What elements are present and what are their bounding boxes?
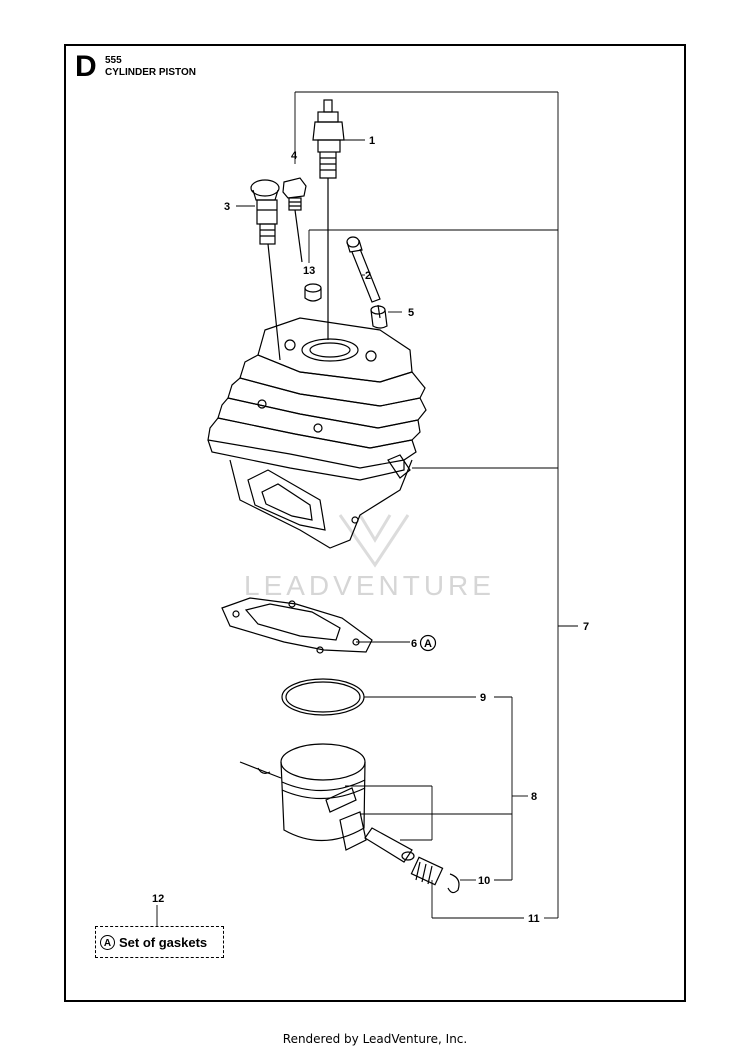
- callout-11: 11: [528, 913, 540, 925]
- svg-text:A: A: [424, 638, 432, 650]
- diagram-frame: [64, 44, 686, 1002]
- leader-lines: [156, 91, 578, 926]
- part-cylinder[interactable]: [207, 317, 427, 549]
- callout-8: 8: [531, 791, 537, 803]
- callout-6: 6: [411, 638, 417, 650]
- model-number: 555: [105, 55, 122, 66]
- gasket-set-legend: A Set of gaskets: [95, 926, 224, 958]
- callout-7: 7: [583, 621, 589, 633]
- section-letter: D: [75, 50, 97, 83]
- callout-3: 3: [224, 201, 230, 213]
- callout-10: 10: [478, 875, 490, 887]
- callout-9: 9: [480, 692, 486, 704]
- part-screw[interactable]: [346, 236, 381, 319]
- callout-5: 5: [408, 307, 414, 319]
- section-name: CYLINDER PISTON: [105, 67, 196, 78]
- part-piston[interactable]: [239, 743, 367, 851]
- legend-text: Set of gaskets: [119, 934, 208, 950]
- callout-13: 13: [303, 265, 315, 277]
- part-plug[interactable]: [304, 283, 322, 302]
- part-needle-bearing[interactable]: [410, 856, 444, 886]
- part-spark-plug[interactable]: [312, 99, 345, 340]
- gasket-kit-marker: A: [419, 634, 437, 652]
- legend-callout-12: 12: [152, 893, 165, 905]
- part-cylinder-gasket[interactable]: [221, 597, 373, 654]
- legend-marker: A: [100, 934, 115, 950]
- part-bolt[interactable]: [282, 177, 307, 263]
- part-decompression-valve[interactable]: [250, 179, 281, 361]
- callout-labels: 1 2 3 4 5 6 7 8 9 10 11 13: [224, 135, 589, 925]
- part-piston-ring[interactable]: [281, 678, 365, 716]
- part-circlip[interactable]: [447, 873, 460, 894]
- part-piston-pin[interactable]: [364, 827, 415, 863]
- footer-credit: Rendered by LeadVenture, Inc.: [282, 1032, 468, 1046]
- callout-4: 4: [291, 150, 298, 162]
- part-sleeve[interactable]: [370, 305, 388, 329]
- callout-2: 2: [365, 270, 371, 282]
- watermark-logo: [338, 514, 410, 568]
- watermark: LEADVENTURE: [244, 570, 495, 601]
- callout-1: 1: [369, 135, 375, 147]
